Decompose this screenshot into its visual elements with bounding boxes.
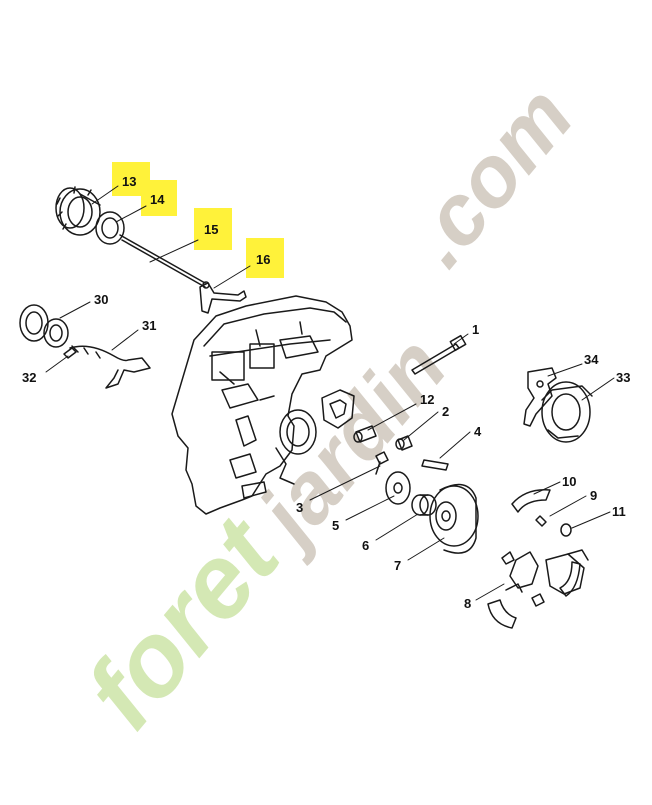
part-6-needle-bearing	[411, 494, 437, 516]
callout-3: 3	[296, 500, 303, 515]
callout-13: 13	[122, 174, 136, 189]
part-32-clip	[63, 347, 77, 359]
callout-2: 2	[442, 404, 449, 419]
callout-16: 16	[256, 252, 270, 267]
callout-15: 15	[204, 222, 218, 237]
callout-4: 4	[474, 424, 482, 439]
part-31-spring-wire	[69, 345, 151, 389]
part-1-screw	[411, 334, 467, 375]
callout-31: 31	[142, 318, 156, 333]
part-12-sleeve	[353, 425, 377, 443]
callout-labels: 13 14 15 16 30 31 32 1 12 2 4 3 5 6 7 34…	[22, 174, 630, 611]
part-30-bearing	[19, 304, 69, 348]
highlight-14	[141, 180, 177, 216]
part-10-clutch-shoe	[511, 489, 551, 513]
part-11-washer	[560, 523, 572, 537]
callout-12: 12	[420, 392, 434, 407]
callout-11: 11	[612, 504, 626, 519]
crankcase-housing	[171, 295, 355, 515]
part-33-cover	[541, 381, 593, 443]
part-4-pin	[421, 459, 449, 471]
part-8-clutch-assembly	[487, 549, 589, 629]
watermark-part-3: .com	[389, 69, 592, 284]
callout-34: 34	[584, 352, 599, 367]
callout-30: 30	[94, 292, 108, 307]
callout-8: 8	[464, 596, 471, 611]
part-16-lever	[199, 282, 247, 314]
part-14-washer	[95, 211, 125, 245]
highlight-16	[246, 238, 284, 278]
part-9-spring	[535, 515, 547, 527]
part-7-clutch-drum	[429, 483, 479, 554]
callout-5: 5	[332, 518, 339, 533]
callout-14: 14	[150, 192, 165, 207]
part-5-washer	[385, 471, 411, 505]
part-13-worm-gear	[55, 186, 101, 236]
part-2-bushing	[395, 435, 413, 451]
callout-7: 7	[394, 558, 401, 573]
watermark-part-2: jardin	[235, 319, 465, 568]
callout-10: 10	[562, 474, 576, 489]
callout-33: 33	[616, 370, 630, 385]
leader-lines	[45, 185, 615, 601]
callout-9: 9	[590, 488, 597, 503]
highlight-boxes	[112, 162, 284, 278]
highlight-15	[194, 208, 232, 250]
callout-6: 6	[362, 538, 369, 553]
watermark-part-1: foret	[64, 495, 304, 750]
callout-32: 32	[22, 370, 36, 385]
callout-1: 1	[472, 322, 479, 337]
part-34-bracket	[523, 367, 557, 427]
part-3-stud	[375, 451, 389, 475]
